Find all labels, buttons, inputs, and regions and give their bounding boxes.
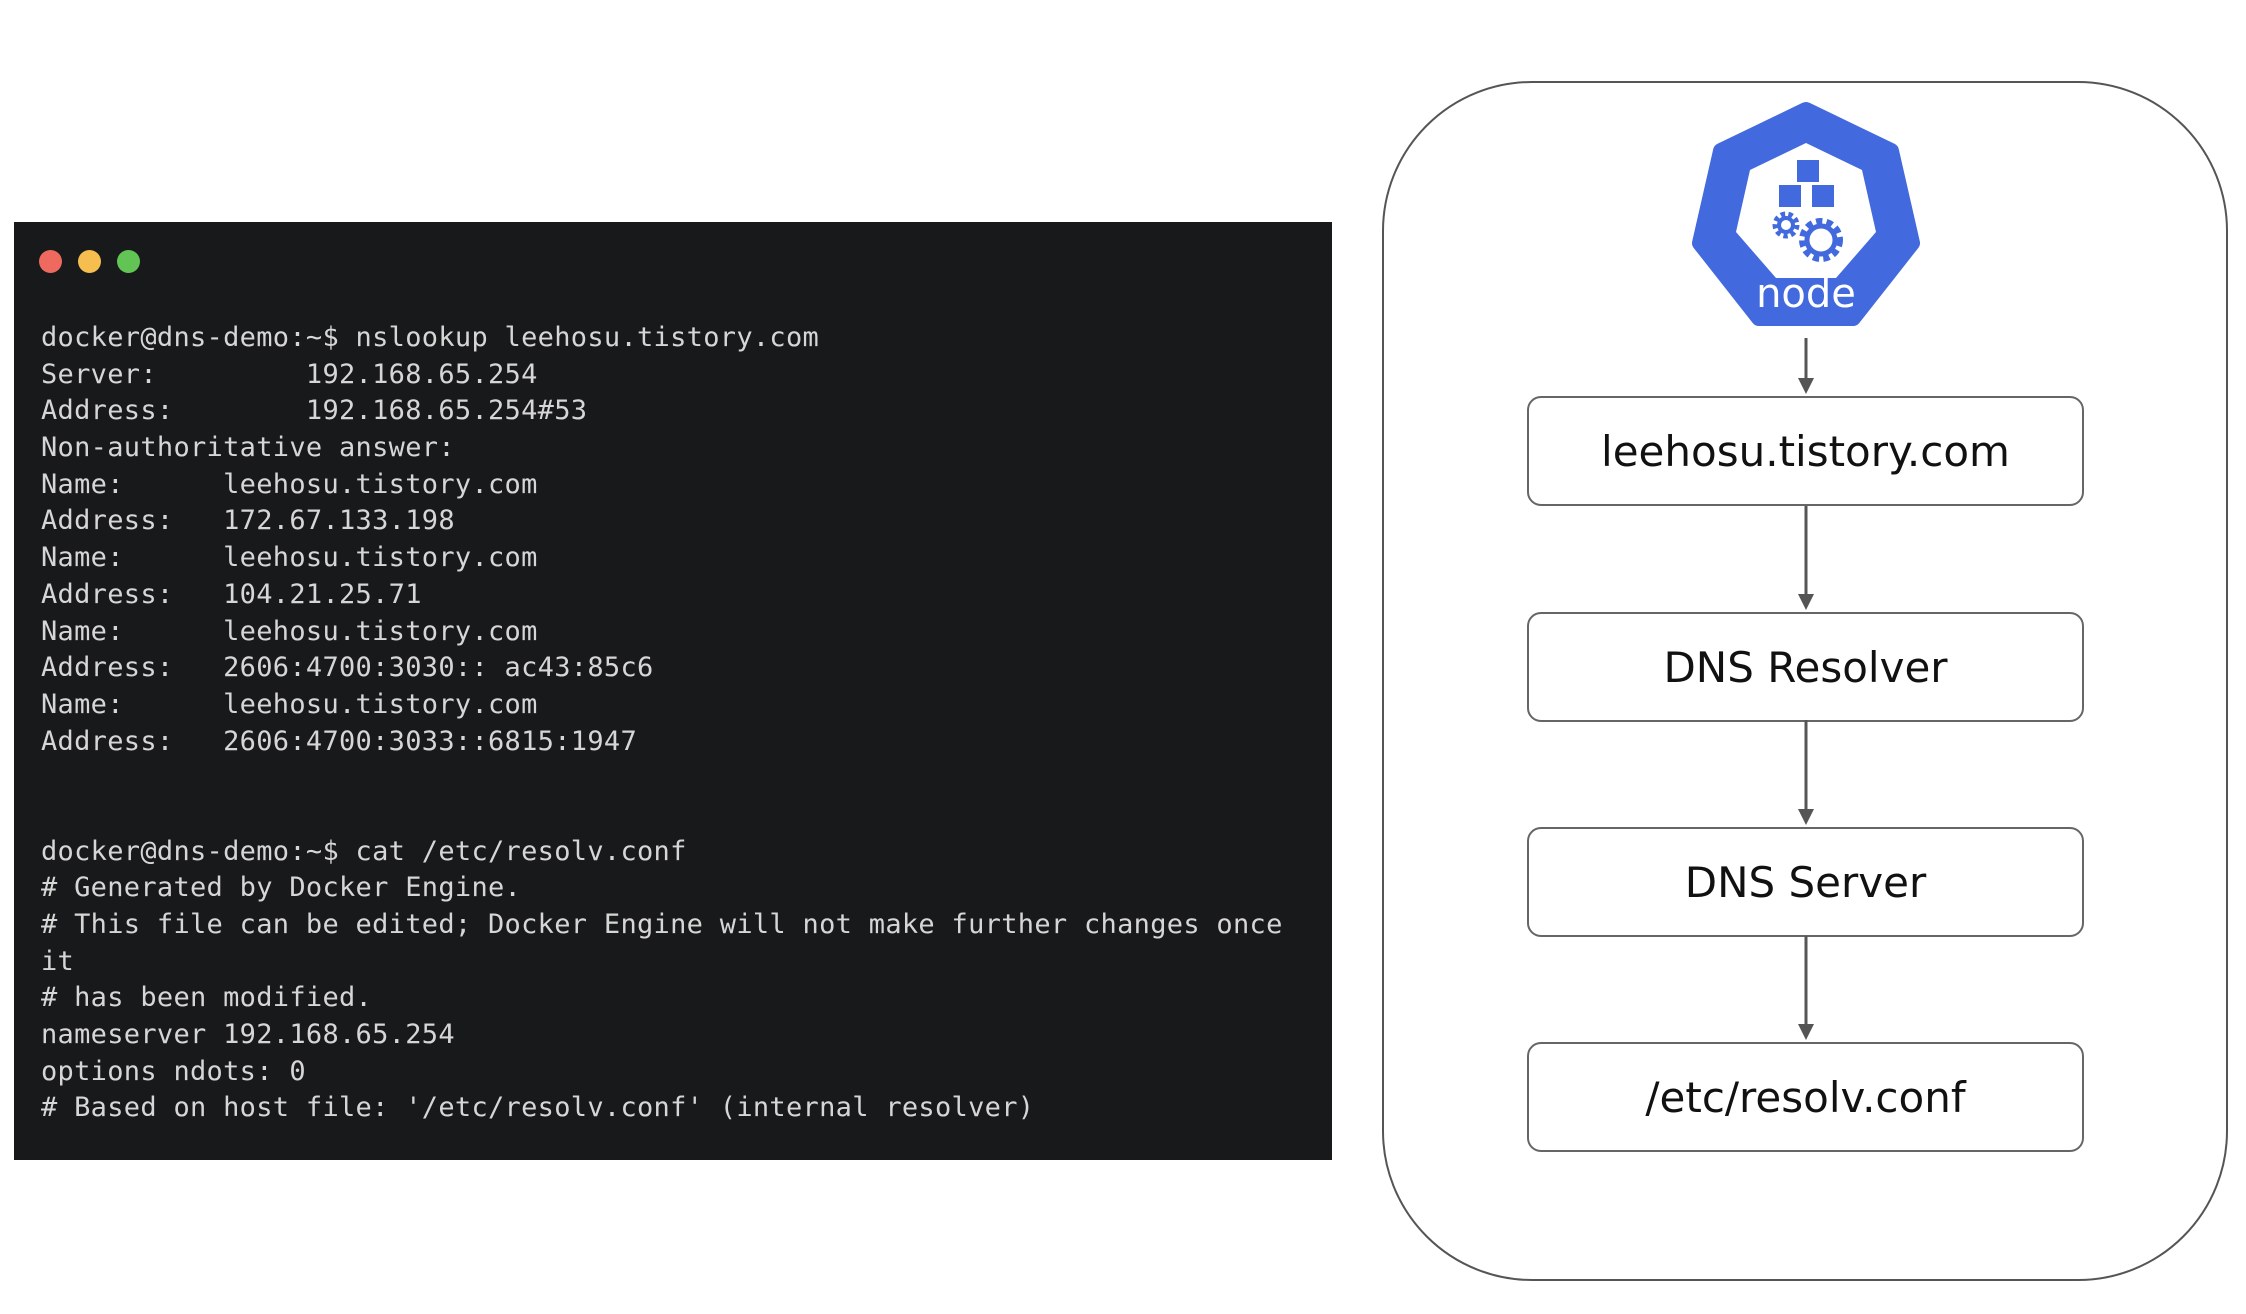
minimize-dot-icon[interactable] — [78, 250, 101, 273]
terminal-line: Address: 104.21.25.71 — [41, 578, 422, 610]
terminal-line: Address: 2606:4700:3033::6815:1947 — [41, 725, 637, 757]
terminal-line: # has been modified. — [41, 982, 373, 1014]
terminal-line: options ndots: 0 — [41, 1055, 306, 1087]
terminal-line: nameserver 192.168.65.254 — [41, 1019, 455, 1051]
terminal-line: Non-authoritative answer: — [41, 432, 455, 464]
gears-icon — [1772, 211, 1843, 262]
terminal-window — [14, 222, 1332, 1160]
terminal-line: Name: leehosu.tistory.com — [41, 688, 538, 720]
terminal-line: # Based on host file: '/etc/resolv.conf'… — [41, 1092, 1035, 1124]
kubernetes-node-icon: node — [1692, 102, 1920, 326]
cubes-icon — [1779, 160, 1834, 207]
box-resolv-conf: /etc/resolv.conf — [1527, 1042, 2084, 1152]
terminal-line: # Generated by Docker Engine. — [41, 872, 522, 904]
terminal-output: docker@dns-demo:~$ nslookup leehosu.tist… — [41, 320, 1283, 1127]
box-domain: leehosu.tistory.com — [1527, 396, 2084, 506]
terminal-line: Name: leehosu.tistory.com — [41, 468, 538, 500]
terminal-line: Address: 172.67.133.198 — [41, 505, 455, 537]
terminal-line: Server: 192.168.65.254 — [41, 358, 538, 390]
terminal-line: docker@dns-demo:~$ nslookup leehosu.tist… — [41, 322, 820, 353]
terminal-line: # This file can be edited; Docker Engine… — [41, 909, 1283, 940]
terminal-line: Address: 2606:4700:3030:: ac43:85c6 — [41, 652, 654, 684]
maximize-dot-icon[interactable] — [117, 250, 140, 273]
terminal-line: it — [41, 945, 75, 977]
terminal-line: Address: 192.168.65.254#53 — [41, 395, 588, 427]
node-label: node — [1756, 271, 1856, 317]
terminal-line: Name: leehosu.tistory.com — [41, 542, 538, 574]
close-dot-icon[interactable] — [39, 250, 62, 273]
terminal-line: Name: leehosu.tistory.com — [41, 615, 538, 647]
box-dns-server: DNS Server — [1527, 827, 2084, 937]
terminal-line: docker@dns-demo:~$ cat /etc/resolv.conf — [41, 835, 687, 867]
node-container — [1382, 81, 2228, 1281]
